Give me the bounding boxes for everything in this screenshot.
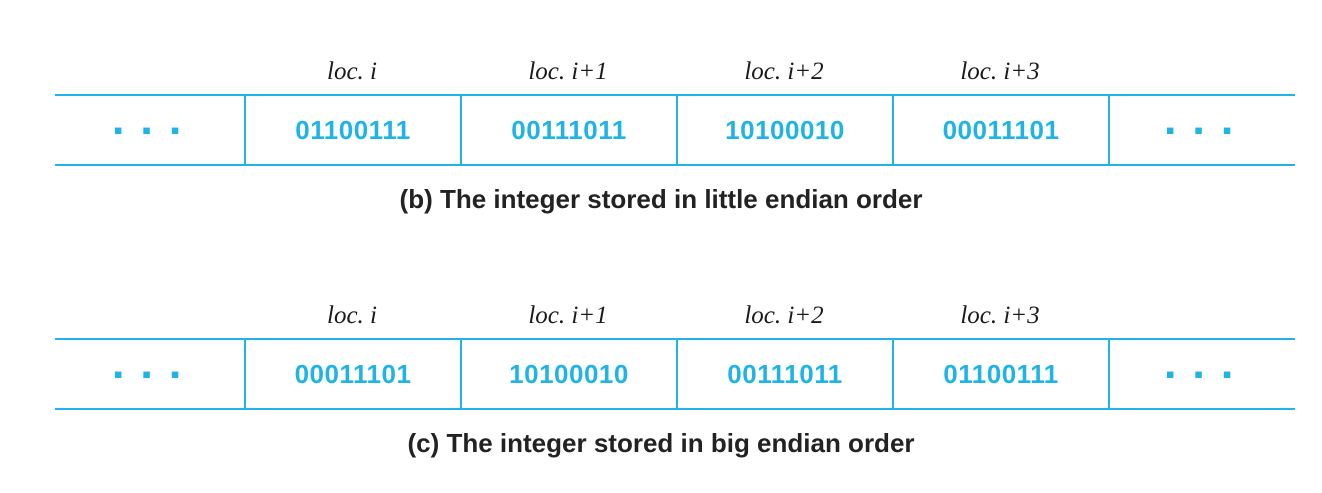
location-label: loc. i+3	[960, 302, 1040, 329]
location-labels: loc. i loc. i+1 loc. i+2 loc. i+3	[0, 58, 1322, 98]
location-label: loc. i+1	[528, 58, 608, 85]
memory-cell: 01100111	[892, 340, 1110, 408]
memory-row: ▪ ▪ ▪ 01100111 00111011 10100010 0001110…	[55, 94, 1295, 166]
location-label: loc. i	[327, 58, 377, 85]
memory-row: ▪ ▪ ▪ 00011101 10100010 00111011 0110011…	[55, 338, 1295, 410]
memory-cell: 00111011	[676, 340, 892, 408]
location-labels: loc. i loc. i+1 loc. i+2 loc. i+3	[0, 302, 1322, 342]
memory-cell: 10100010	[676, 96, 892, 164]
leading-ellipsis: ▪ ▪ ▪	[113, 115, 186, 145]
memory-cell: 00111011	[460, 96, 676, 164]
memory-cell: 01100111	[244, 96, 460, 164]
location-label: loc. i+3	[960, 58, 1040, 85]
trailing-ellipsis: ▪ ▪ ▪	[1165, 359, 1238, 389]
leading-ellipsis: ▪ ▪ ▪	[113, 359, 186, 389]
location-label: loc. i+1	[528, 302, 608, 329]
location-label: loc. i	[327, 302, 377, 329]
trailing-ellipsis: ▪ ▪ ▪	[1165, 115, 1238, 145]
figure-caption: (b) The integer stored in little endian …	[399, 184, 923, 214]
figure-caption: (c) The integer stored in big endian ord…	[407, 428, 915, 458]
location-label: loc. i+2	[744, 58, 824, 85]
memory-cell: 00011101	[892, 96, 1110, 164]
location-label: loc. i+2	[744, 302, 824, 329]
memory-cell: 10100010	[460, 340, 676, 408]
memory-cell: 00011101	[244, 340, 460, 408]
